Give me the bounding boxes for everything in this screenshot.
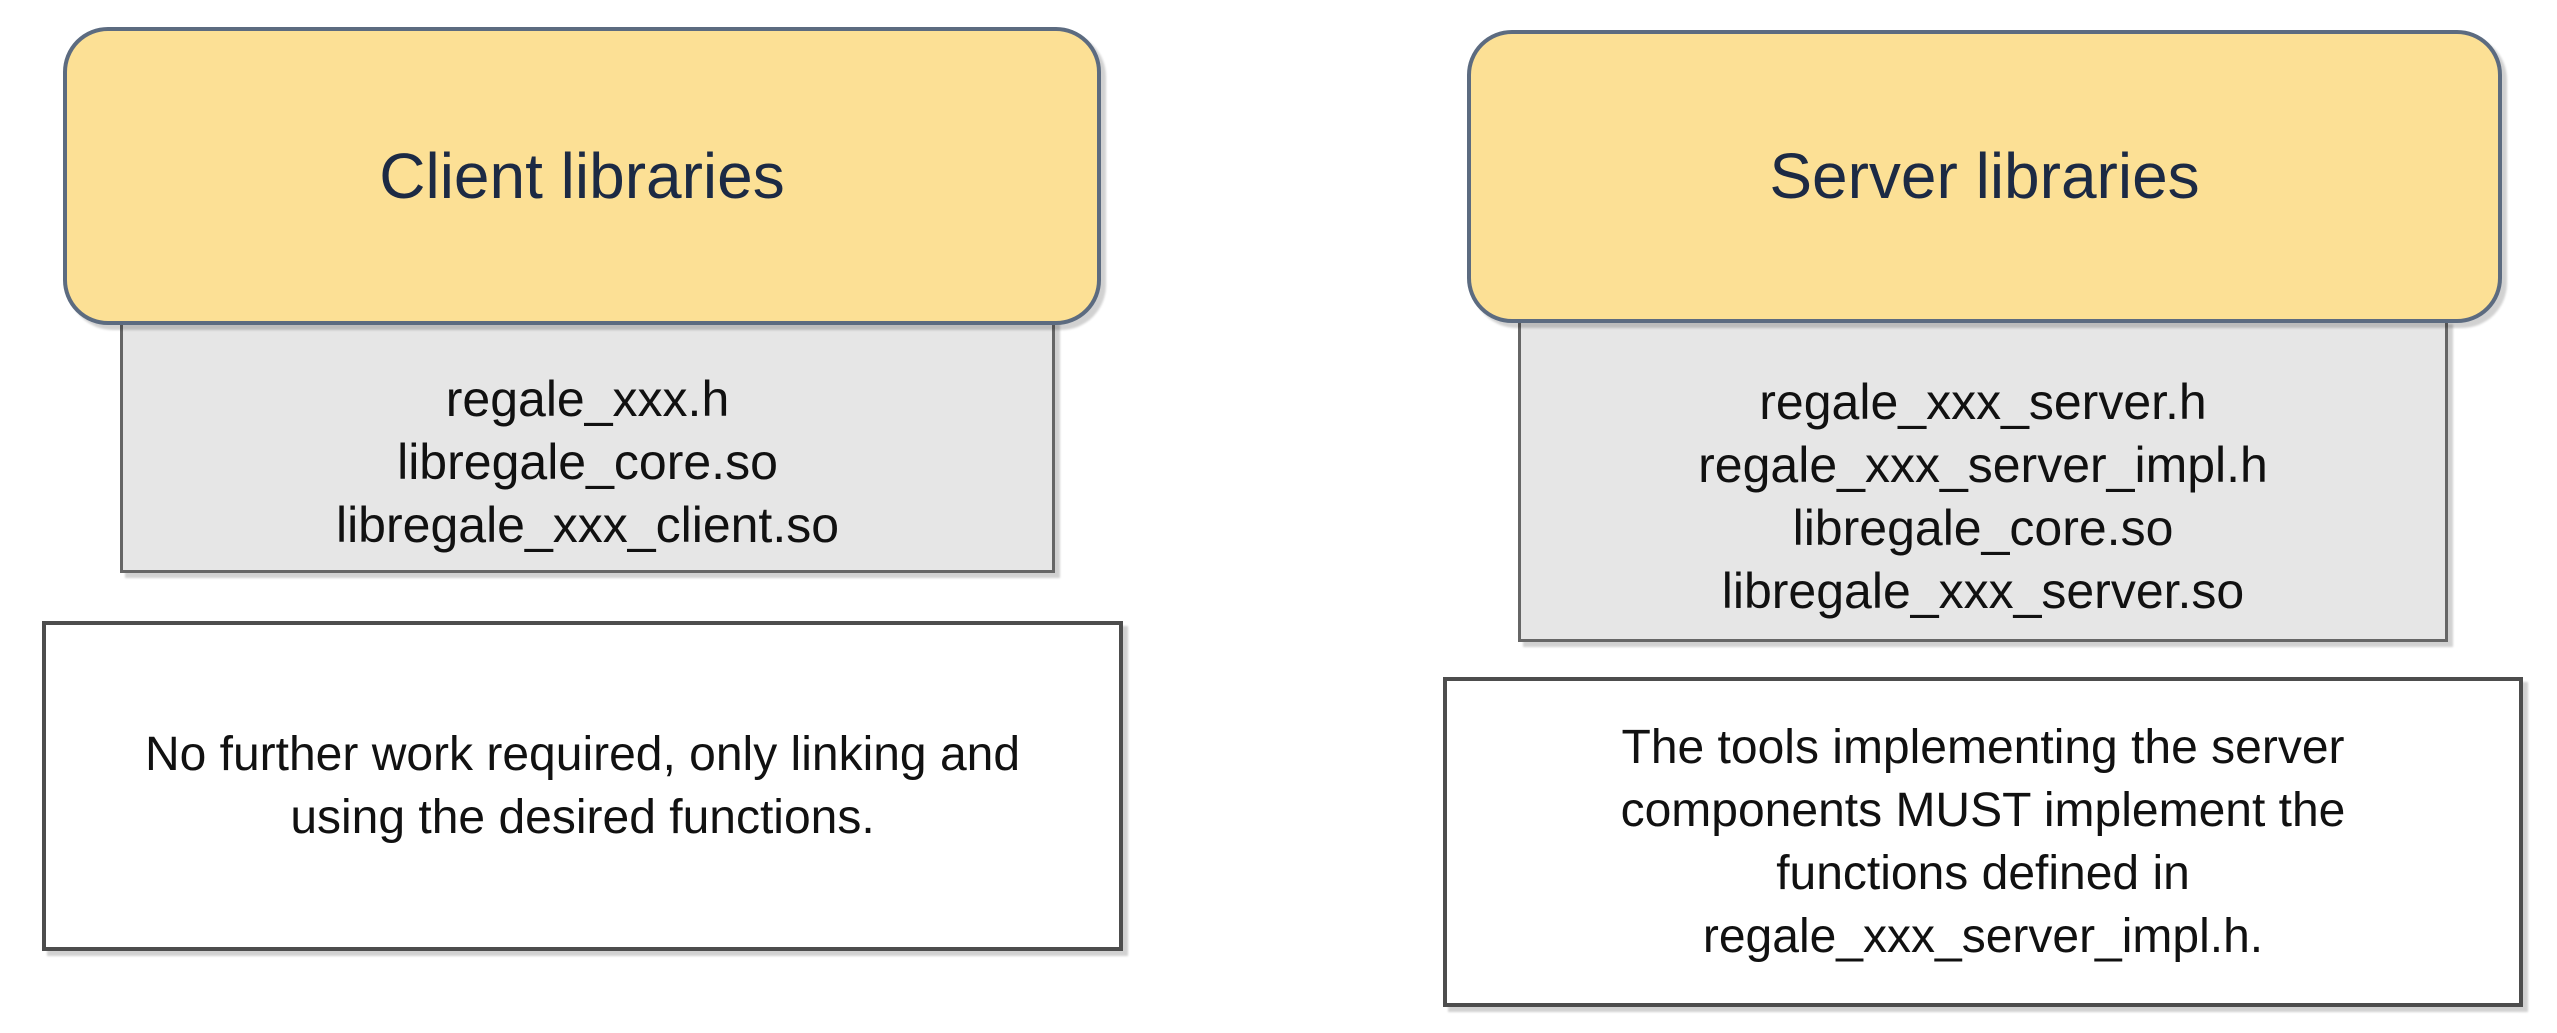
server-libraries-header-box: Server libraries <box>1467 30 2502 323</box>
server-note-box: The tools implementing the server compon… <box>1443 677 2523 1007</box>
note-line: using the desired functions. <box>290 791 875 844</box>
file-item: libregale_xxx_client.so <box>335 496 840 553</box>
note-line: components MUST implement the <box>1620 784 2346 837</box>
file-item: regale_xxx.h <box>445 370 730 427</box>
file-item: regale_xxx_server_impl.h <box>1698 436 2268 493</box>
file-item: libregale_core.so <box>397 433 778 490</box>
client-libraries-header-box: Client libraries <box>63 27 1101 325</box>
file-item: libregale_xxx_server.so <box>1721 562 2245 619</box>
client-files-box: regale_xxx.h libregale_core.so libregale… <box>120 319 1055 573</box>
client-libraries-title: Client libraries <box>379 139 785 212</box>
note-line: The tools implementing the server <box>1621 721 2345 774</box>
server-libraries-title: Server libraries <box>1769 140 2200 213</box>
file-item: libregale_core.so <box>1792 499 2174 556</box>
note-line: regale_xxx_server_impl.h. <box>1702 910 2264 963</box>
client-note-box: No further work required, only linking a… <box>42 621 1123 951</box>
note-line: functions defined in <box>1776 847 2190 900</box>
server-files-box: regale_xxx_server.h regale_xxx_server_im… <box>1518 319 2448 642</box>
file-item: regale_xxx_server.h <box>1759 373 2207 430</box>
note-line: No further work required, only linking a… <box>144 728 1021 781</box>
